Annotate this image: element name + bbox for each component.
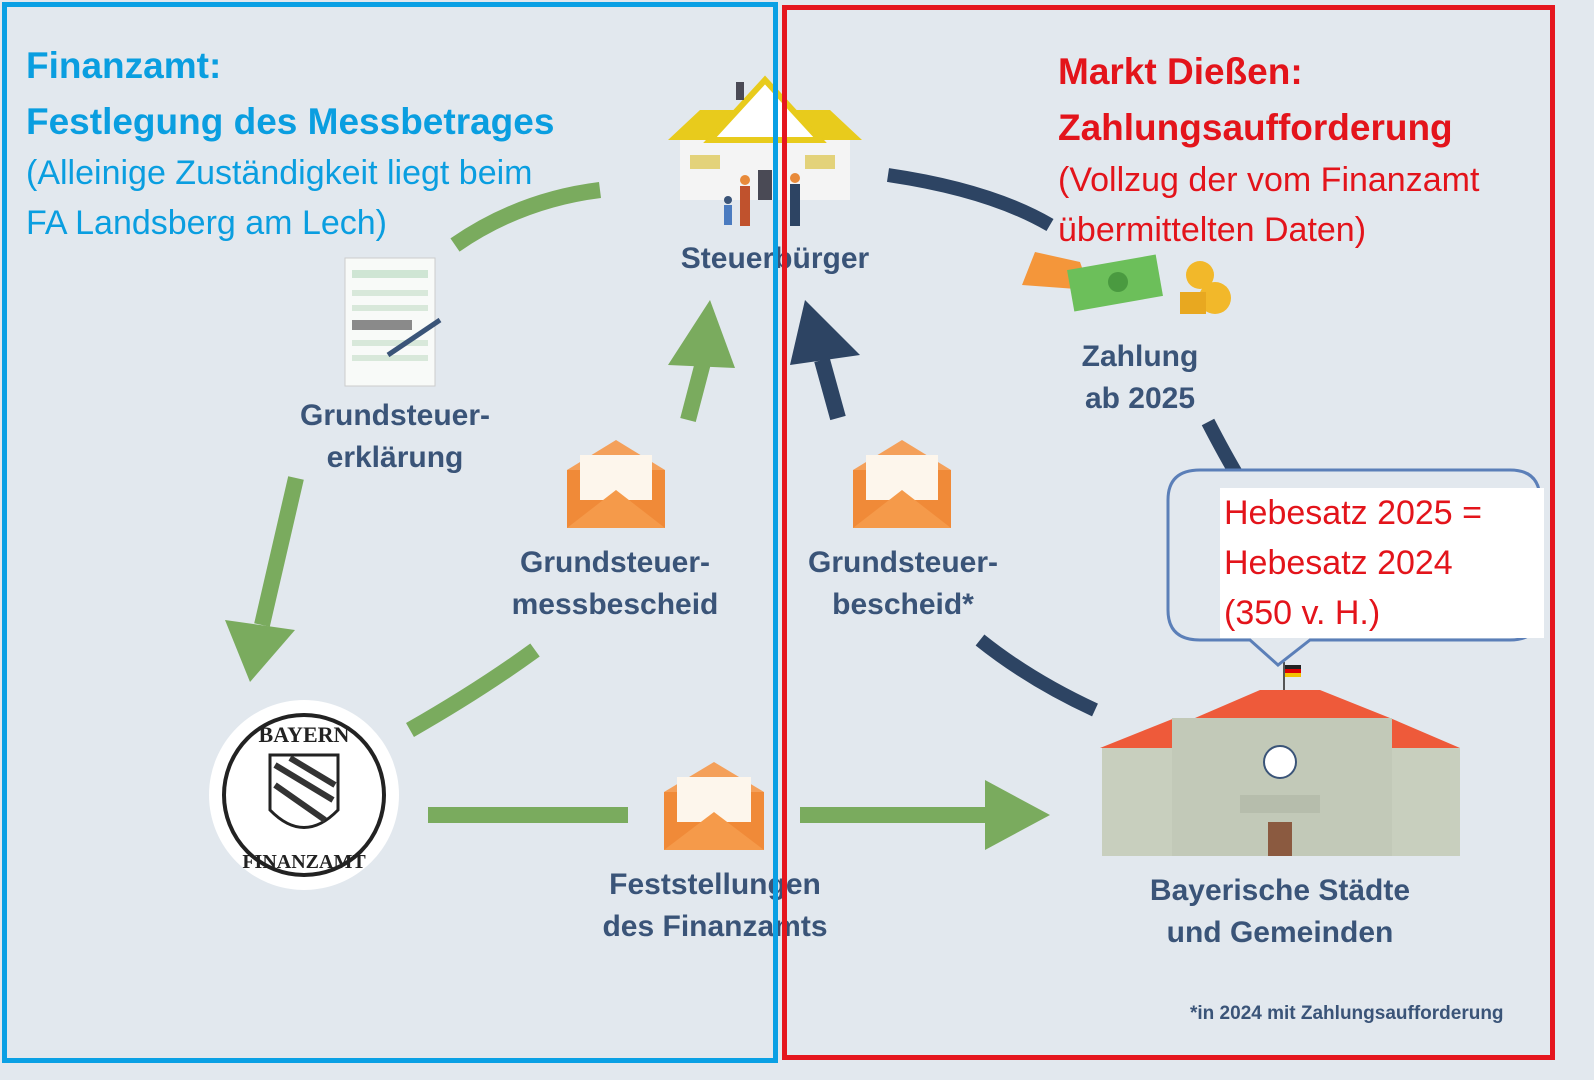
left-note-line-1: (Alleinige Zuständigkeit liegt beim xyxy=(26,154,533,192)
callout-line-3: (350 v. H.) xyxy=(1224,594,1381,632)
label-line: messbescheid xyxy=(511,588,719,621)
right-panel-subtitle: Zahlungsaufforderung xyxy=(1058,107,1453,148)
label-line: bescheid* xyxy=(832,588,974,621)
arrow-bescheid-to-buerger xyxy=(814,357,846,421)
label-line: und Gemeinden xyxy=(1166,916,1394,949)
label-grundsteuererklaerung: Grundsteuer- erklärung xyxy=(270,395,520,479)
envelope-icon-bescheid xyxy=(853,440,951,528)
arc-finanzamt-to-messbescheid xyxy=(406,643,540,737)
arrowhead-up-icon xyxy=(668,300,735,368)
left-panel-subtitle: Festlegung des Messbetrages xyxy=(26,101,555,142)
arrowhead-up-navy-icon xyxy=(790,300,860,365)
bayern-finanzamt-seal: BAYERN FINANZAMT xyxy=(209,700,399,890)
label-line: des Finanzamts xyxy=(602,910,828,943)
left-panel-title: Finanzamt: xyxy=(26,45,222,86)
label-grundsteuerbescheid: Grundsteuer- bescheid* xyxy=(778,542,1028,626)
right-note-line-1: (Vollzug der vom Finanzamt xyxy=(1058,161,1480,199)
callout-line-1: Hebesatz 2025 = xyxy=(1224,494,1483,532)
footnote: *in 2024 mit Zahlungsaufforderung xyxy=(1190,1003,1504,1024)
label-gemeinden: Bayerische Städte und Gemeinden xyxy=(1130,870,1430,954)
seal-bottom-text: FINANZAMT xyxy=(242,851,366,873)
label-messbescheid: Grundsteuer- messbescheid xyxy=(490,542,740,626)
label-line: erklärung xyxy=(326,441,464,474)
seal-top-text: BAYERN xyxy=(259,722,350,747)
label-line: Grundsteuer- xyxy=(299,399,491,432)
arc-buerger-to-zahlung xyxy=(886,168,1054,232)
markt-diessen-frame xyxy=(782,5,1555,1060)
envelope-icon-messbescheid xyxy=(567,440,665,528)
label-line: Zahlung xyxy=(1081,340,1199,373)
hebesatz-callout: Hebesatz 2025 = Hebesatz 2024 (350 v. H.… xyxy=(1220,488,1544,638)
arrow-erklaerung-to-finanzamt xyxy=(254,476,304,627)
label-line: Grundsteuer- xyxy=(807,546,999,579)
right-note-line-2: übermittelten Daten) xyxy=(1058,211,1367,249)
left-panel-note: (Alleinige Zuständigkeit liegt beim FA L… xyxy=(26,148,532,248)
town-hall-icon xyxy=(1100,662,1460,856)
finanzamt-frame xyxy=(2,2,778,1063)
envelope-icon-feststellung xyxy=(664,762,764,850)
tax-form-icon xyxy=(344,257,442,387)
label-line: Grundsteuer- xyxy=(519,546,711,579)
house-icon xyxy=(668,75,862,226)
arrowhead-right-icon xyxy=(985,780,1050,850)
label-line: Bayerische Städte xyxy=(1149,874,1411,907)
arc-erklaerung-to-buerger xyxy=(450,182,601,252)
callout-line-2: Hebesatz 2024 xyxy=(1224,544,1453,582)
left-note-line-2: FA Landsberg am Lech) xyxy=(26,204,388,242)
arrowhead-down-icon xyxy=(225,620,295,682)
right-panel-note: (Vollzug der vom Finanzamt übermittelten… xyxy=(1058,155,1479,255)
right-panel-title: Markt Dießen: xyxy=(1058,51,1303,92)
right-panel-heading: Markt Dießen: Zahlungsaufforderung xyxy=(1058,44,1453,156)
left-panel-heading: Finanzamt: Festlegung des Messbetrages xyxy=(26,38,554,150)
arc-gemeinden-to-bescheid xyxy=(975,634,1098,717)
payment-hand-money-icon xyxy=(1022,252,1231,314)
label-line: ab 2025 xyxy=(1084,382,1196,415)
label-zahlung: Zahlung ab 2025 xyxy=(1040,336,1240,420)
